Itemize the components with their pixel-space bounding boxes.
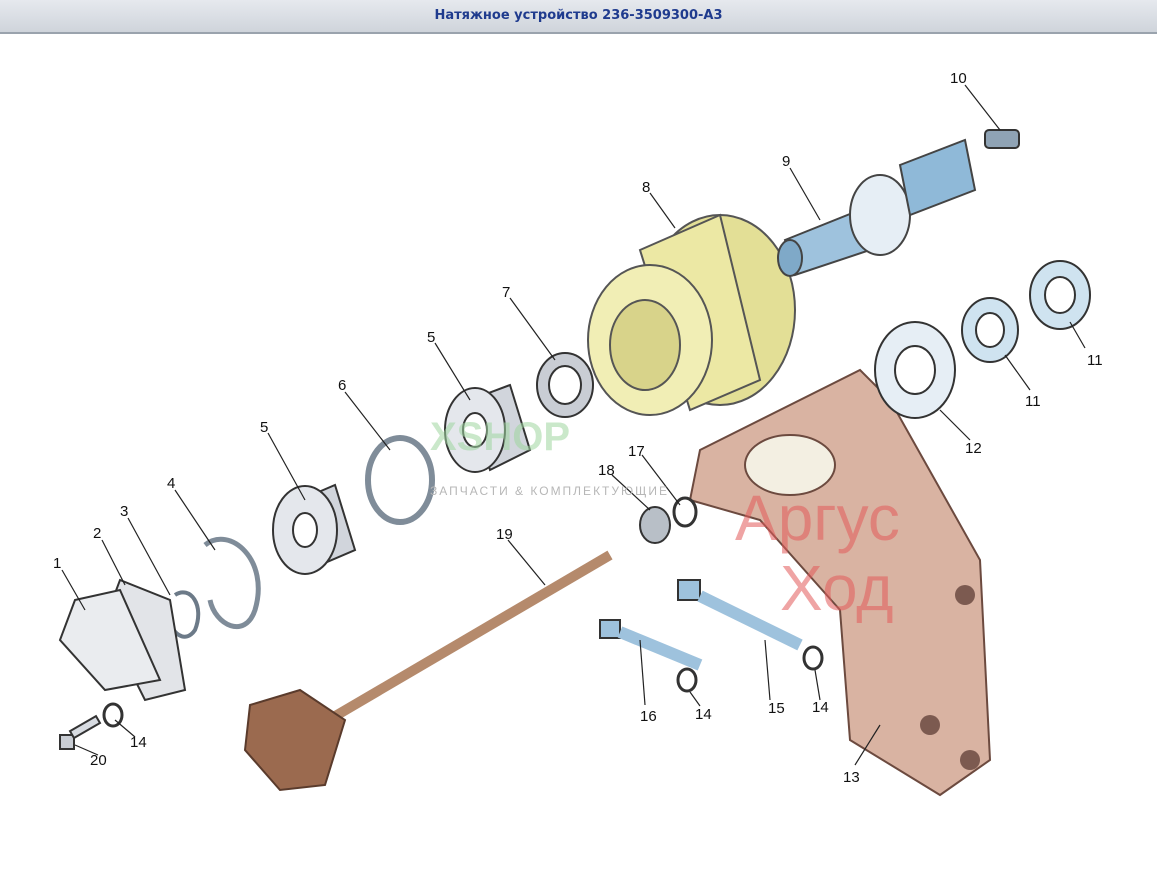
bracket-hole xyxy=(960,750,980,770)
watermark-brand-line1: Аргус xyxy=(735,482,900,554)
bracket-hole xyxy=(955,585,975,605)
part-number-4: 4 xyxy=(167,475,175,492)
part-number-13: 13 xyxy=(843,769,860,786)
part-number-3: 3 xyxy=(120,503,128,520)
window-titlebar: Натяжное устройство 236-3509300-А3 xyxy=(0,0,1157,34)
axle-part-9 xyxy=(777,138,977,277)
washer-part-14a xyxy=(102,702,124,728)
ring-part-6 xyxy=(365,435,435,525)
nut-part-11a xyxy=(1029,260,1091,330)
part-number-15: 15 xyxy=(768,700,785,717)
part-number-17: 17 xyxy=(628,443,645,460)
part-number-19: 19 xyxy=(496,526,513,543)
part-number-9: 9 xyxy=(782,153,790,170)
washer-part-17 xyxy=(672,496,698,528)
part-number-6: 6 xyxy=(338,377,346,394)
part-number-5a: 5 xyxy=(260,419,268,436)
seal-part-7 xyxy=(536,352,594,418)
screw-rod-part-19 xyxy=(243,550,613,792)
grease-fitting-part-10 xyxy=(984,129,1020,149)
part-number-10: 10 xyxy=(950,70,967,87)
part-number-2: 2 xyxy=(93,525,101,542)
part-number-12: 12 xyxy=(965,440,982,457)
part-number-14a: 14 xyxy=(130,734,147,751)
washer-part-14b xyxy=(676,667,698,693)
part-number-18: 18 xyxy=(598,462,615,479)
cover-part-1 xyxy=(58,588,162,692)
bearing-part-5b xyxy=(444,383,532,473)
retaining-ring-part-4 xyxy=(203,536,261,630)
part-number-14c: 14 xyxy=(812,699,829,716)
bolt-part-20 xyxy=(59,714,102,750)
window-title: Натяжное устройство 236-3509300-А3 xyxy=(434,8,723,23)
bolt-part-15 xyxy=(677,579,803,651)
part-number-7: 7 xyxy=(502,284,510,301)
bracket-hole xyxy=(920,715,940,735)
part-number-16: 16 xyxy=(640,708,657,725)
pulley-part-8 xyxy=(587,213,796,416)
part-number-11b: 11 xyxy=(1025,393,1041,410)
part-number-20: 20 xyxy=(90,752,107,769)
bolt-part-16 xyxy=(599,619,703,671)
leader-lines xyxy=(61,84,1086,766)
part-number-8: 8 xyxy=(642,179,650,196)
watermark-shop: XSHOP xyxy=(430,415,570,459)
exploded-diagram: XSHOP ЗАПЧАСТИ & КОМПЛЕКТУЮЩИЕ Аргус Ход… xyxy=(53,70,1103,797)
bearing-part-5a xyxy=(272,483,357,575)
nut-part-11b xyxy=(961,297,1019,363)
watermark-shop-tagline: ЗАПЧАСТИ & КОМПЛЕКТУЮЩИЕ xyxy=(430,484,669,498)
bracket-bore xyxy=(744,434,836,496)
nut-part-18 xyxy=(639,506,671,544)
part-number-14b: 14 xyxy=(695,706,712,723)
part-number-1: 1 xyxy=(53,555,61,572)
part-number-11a: 11 xyxy=(1087,352,1103,369)
washer-part-12 xyxy=(874,321,956,419)
watermark-brand-line2: Ход xyxy=(780,552,894,624)
washer-part-14c xyxy=(802,645,824,671)
part-number-5b: 5 xyxy=(427,329,435,346)
